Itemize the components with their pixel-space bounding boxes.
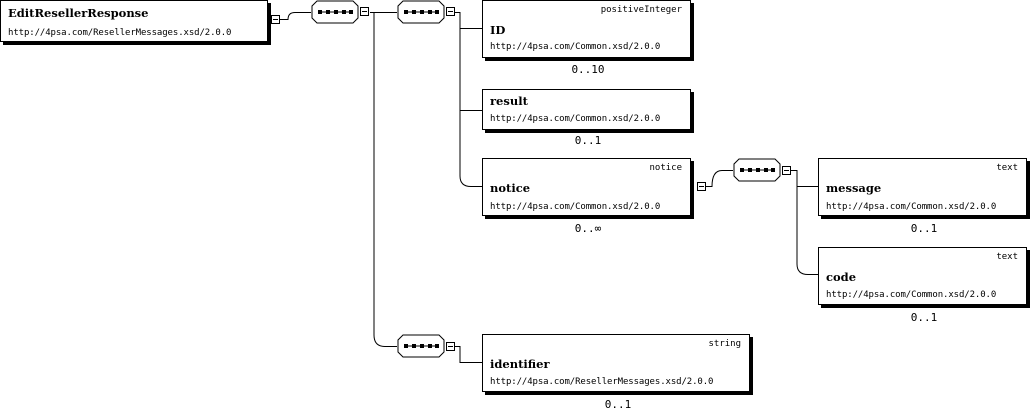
sequence-compositor-icon[interactable] [310, 0, 360, 24]
element-box-result[interactable]: result http://4psa.com/Common.xsd/2.0.0 [482, 89, 691, 130]
cardinality-label: 0..1 [574, 134, 602, 147]
element-namespace: http://4psa.com/ResellerMessages.xsd/2.0… [490, 377, 714, 387]
element-box-identifier[interactable]: string identifier http://4psa.com/Resell… [482, 334, 750, 392]
cardinality-label: 0..1 [910, 311, 938, 324]
cardinality-label: 0..10 [571, 63, 605, 76]
collapse-toggle-icon[interactable] [271, 15, 280, 24]
element-name: identifier [490, 357, 550, 371]
element-name: ID [490, 23, 506, 37]
element-type: text [996, 163, 1018, 173]
element-box-id[interactable]: positiveInteger ID http://4psa.com/Commo… [482, 0, 691, 58]
element-namespace: http://4psa.com/Common.xsd/2.0.0 [490, 42, 661, 52]
element-name: message [826, 181, 882, 195]
collapse-toggle-icon[interactable] [446, 342, 455, 351]
element-type: positiveInteger [600, 5, 682, 15]
collapse-toggle-icon[interactable] [697, 182, 706, 191]
element-namespace: http://4psa.com/Common.xsd/2.0.0 [490, 114, 661, 124]
sequence-compositor-icon[interactable] [732, 158, 782, 182]
element-name: notice [490, 181, 531, 195]
element-type: notice [649, 163, 682, 173]
sequence-compositor-icon[interactable] [396, 334, 446, 358]
element-name: EditResellerResponse [8, 6, 149, 20]
element-namespace: http://4psa.com/Common.xsd/2.0.0 [826, 290, 997, 300]
collapse-toggle-icon[interactable] [360, 7, 369, 16]
element-namespace: http://4psa.com/Common.xsd/2.0.0 [490, 202, 661, 212]
element-box-notice[interactable]: notice notice http://4psa.com/Common.xsd… [482, 158, 691, 216]
element-namespace: http://4psa.com/Common.xsd/2.0.0 [826, 202, 997, 212]
element-box-message[interactable]: text message http://4psa.com/Common.xsd/… [818, 158, 1027, 216]
element-box-code[interactable]: text code http://4psa.com/Common.xsd/2.0… [818, 247, 1027, 305]
collapse-toggle-icon[interactable] [782, 166, 791, 175]
element-type: text [996, 252, 1018, 262]
element-namespace: http://4psa.com/ResellerMessages.xsd/2.0… [8, 28, 232, 38]
element-type: string [708, 339, 741, 349]
element-name: result [490, 94, 528, 108]
collapse-toggle-icon[interactable] [446, 7, 455, 16]
cardinality-label: 0..1 [604, 398, 632, 411]
cardinality-label: 0..∞ [574, 222, 602, 235]
element-box-root[interactable]: EditResellerResponse http://4psa.com/Res… [0, 0, 268, 42]
cardinality-label: 0..1 [910, 222, 938, 235]
element-name: code [826, 270, 857, 284]
sequence-compositor-icon[interactable] [396, 0, 446, 24]
